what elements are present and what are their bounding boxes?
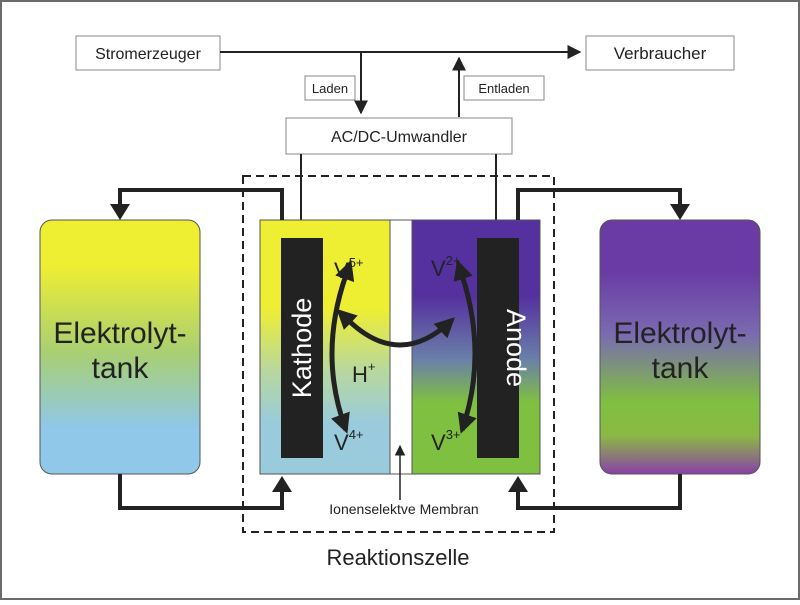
cathode-electrode <box>281 238 323 458</box>
left-top-flow <box>118 188 284 220</box>
discharge-label: Entladen <box>478 81 529 96</box>
left-top-arrowhead <box>110 204 130 220</box>
anode-label: Anode <box>501 309 531 387</box>
consumer-label: Verbraucher <box>614 44 707 63</box>
species-h: H+ <box>352 359 375 387</box>
left-bottom-arrowhead <box>272 476 292 492</box>
membrane-label: Ionenselektve Membran <box>329 501 478 517</box>
cell-label: Reaktionszelle <box>326 545 469 570</box>
consumer-box <box>585 35 735 71</box>
right-tank-label-line2: tank <box>652 352 710 385</box>
charge-label-box <box>304 75 356 101</box>
anode-reaction-arrow <box>453 259 478 434</box>
proton-transfer-arrow <box>336 308 455 348</box>
cathode-label: Kathode <box>287 298 317 399</box>
converter-label: AC/DC-Umwandler <box>331 129 468 146</box>
generator-label: Stromerzeuger <box>95 46 201 63</box>
generator-box <box>75 35 221 71</box>
reaction-cell-border <box>242 175 555 533</box>
right-top-flow <box>516 188 682 220</box>
anode-electrode <box>477 238 519 458</box>
cathode-reaction-arrow <box>329 259 355 434</box>
converter-box <box>285 117 513 155</box>
left-bottom-flow <box>118 474 284 510</box>
left-tank-label-line1: Elektrolyt- <box>53 317 186 350</box>
charge-label: Laden <box>312 81 348 96</box>
right-tank-label-line1: Elektrolyt- <box>613 317 746 350</box>
cathode-half-cell <box>259 219 391 475</box>
discharge-label-box <box>463 75 545 101</box>
right-top-arrowhead <box>670 204 690 220</box>
right-bottom-arrowhead <box>508 476 528 492</box>
right-bottom-flow <box>516 474 682 510</box>
left-tank-label-line2: tank <box>92 352 150 385</box>
